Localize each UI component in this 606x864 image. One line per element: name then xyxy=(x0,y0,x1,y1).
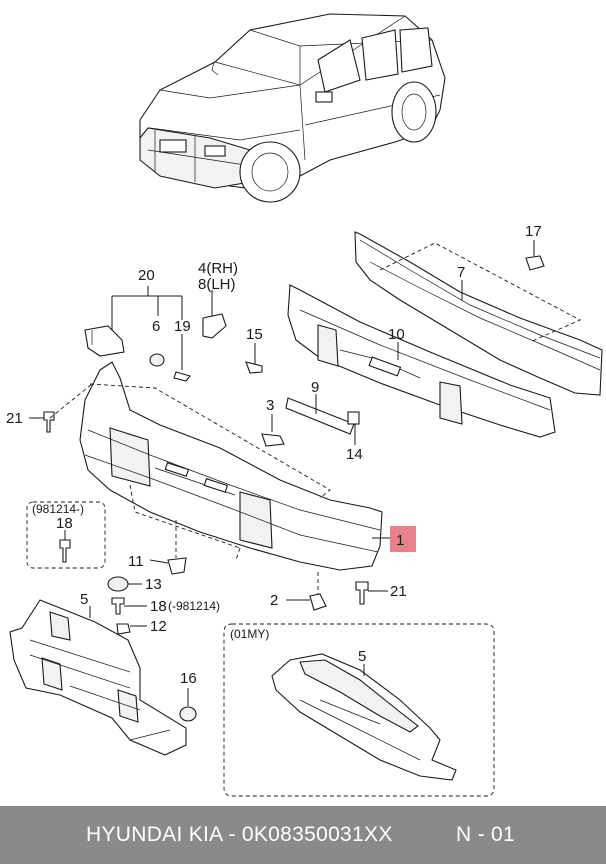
callout-2: 2 xyxy=(270,592,278,609)
callout-8-lh: 8(LH) xyxy=(198,276,236,293)
bracket-group xyxy=(84,286,263,382)
vehicle-illustration xyxy=(139,13,446,203)
footer-title: HYUNDAI KIA - 0K08350031XX xyxy=(86,823,393,846)
callout-14: 14 xyxy=(346,446,363,463)
callout-21-right: 21 xyxy=(390,583,407,600)
small-hardware xyxy=(261,394,360,447)
callout-18-box: 18 xyxy=(56,515,73,532)
callout-3: 3 xyxy=(266,397,274,414)
callout-6: 6 xyxy=(152,318,160,335)
callout-5-01my: 5 xyxy=(358,648,366,665)
grille-guard xyxy=(9,599,197,756)
box-01my-label: (01MY) xyxy=(230,627,269,641)
callout-10: 10 xyxy=(388,326,405,343)
callout-15: 15 xyxy=(246,326,263,343)
callout-4-rh: 4(RH) xyxy=(198,260,238,277)
callout-12: 12 xyxy=(150,618,167,635)
front-bumper xyxy=(79,361,383,571)
callout-21-left: 21 xyxy=(6,410,23,427)
callout-7: 7 xyxy=(457,264,465,281)
energy-absorber xyxy=(287,284,556,438)
footer-page: N - 01 xyxy=(456,823,515,846)
callout-9: 9 xyxy=(311,379,319,396)
footer-bar: HYUNDAI KIA - 0K08350031XX N - 01 xyxy=(0,806,606,864)
callout-17: 17 xyxy=(525,223,542,240)
part-1-highlight xyxy=(390,526,416,552)
callout-16: 16 xyxy=(180,670,197,687)
callout-13: 13 xyxy=(145,576,162,593)
box-981214-label: (981214-) xyxy=(32,502,84,516)
callout-18-range: (-981214) xyxy=(168,599,220,613)
callout-19: 19 xyxy=(174,318,191,335)
callout-18: 18 xyxy=(150,598,167,615)
callout-1: 1 xyxy=(396,532,404,549)
fasteners xyxy=(26,383,388,635)
parts-diagram: 1 2 3 4(RH) 5 5 6 7 8(LH) 9 10 11 12 13 … xyxy=(6,13,603,797)
box-01my xyxy=(223,623,495,797)
callout-11: 11 xyxy=(128,553,144,570)
bumper-upper-cover xyxy=(354,231,603,396)
callout-5-guard: 5 xyxy=(80,591,88,608)
callout-20: 20 xyxy=(138,267,155,284)
nut-17 xyxy=(525,240,545,271)
